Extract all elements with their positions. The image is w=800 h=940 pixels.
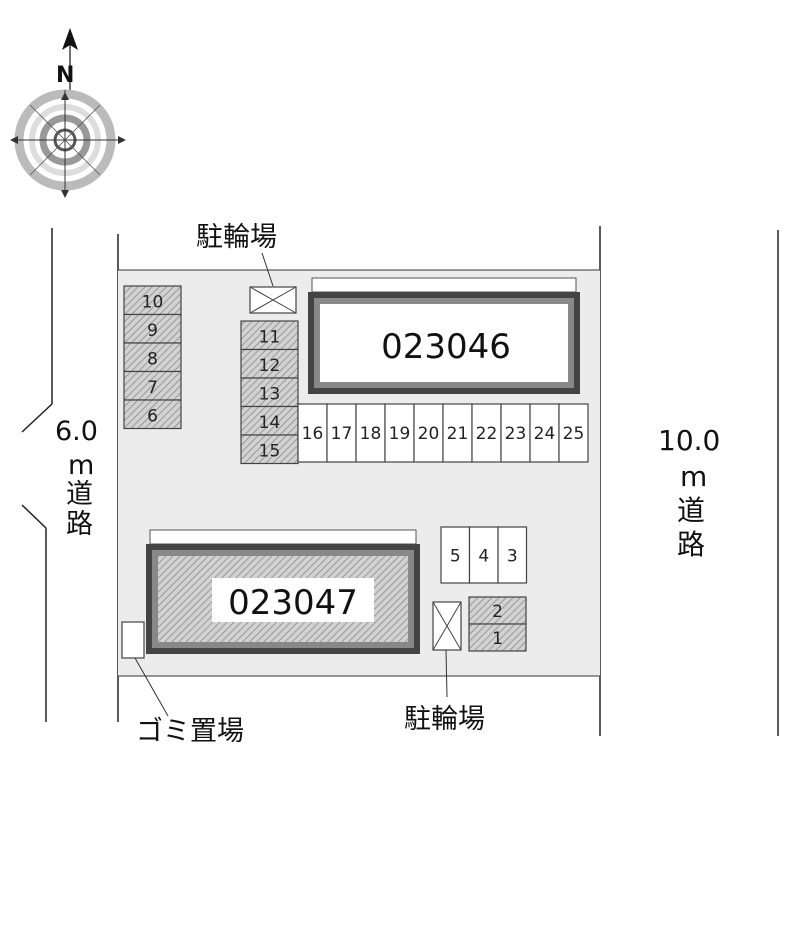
building-023046: 023046	[308, 292, 580, 394]
parking-space-number: 14	[259, 413, 281, 433]
parking-space-12: 12	[240, 348, 299, 379]
bicycle-parking-bottom	[432, 601, 462, 698]
parking-space-17: 17	[326, 403, 357, 463]
left-road-unit: m	[68, 450, 94, 481]
parking-space-number: 6	[147, 406, 158, 426]
parking-space-number: 8	[147, 349, 158, 369]
garbage-area-label: ゴミ置場	[136, 716, 244, 747]
parking-space-15: 15	[240, 434, 299, 465]
parking-space-number: 2	[492, 602, 503, 622]
bicycle-parking-top	[249, 252, 297, 314]
parking-space-16: 16	[297, 403, 328, 463]
parking-space-20: 20	[413, 403, 444, 463]
right-road-name-2: 路	[677, 528, 705, 561]
right-road-unit: m	[680, 460, 707, 493]
parking-space-number: 25	[563, 424, 585, 444]
parking-space-11: 11	[240, 320, 299, 351]
left-road-width: 6.0	[55, 416, 98, 447]
parking-space-number: 24	[534, 424, 556, 444]
parking-space-number: 21	[447, 424, 469, 444]
parking-space-number: 16	[302, 424, 324, 444]
parking-space-number: 13	[259, 384, 281, 404]
parking-space-6: 6	[123, 399, 182, 430]
parking-space-3: 3	[497, 526, 528, 584]
parking-space-10: 10	[123, 285, 182, 316]
parking-space-5: 5	[440, 526, 471, 584]
parking-space-22: 22	[471, 403, 502, 463]
parking-space-number: 18	[360, 424, 382, 444]
parking-space-2: 2	[468, 596, 527, 625]
parking-space-number: 1	[492, 629, 503, 649]
parking-space-25: 25	[558, 403, 589, 463]
parking-space-9: 9	[123, 313, 182, 344]
parking-space-number: 3	[507, 546, 518, 566]
garbage-area	[121, 621, 169, 717]
parking-space-18: 18	[355, 403, 386, 463]
parking-space-number: 23	[505, 424, 527, 444]
parking-space-number: 11	[259, 327, 281, 347]
parking-space-24: 24	[529, 403, 560, 463]
parking-space-4: 4	[468, 526, 499, 584]
parking-space-19: 19	[384, 403, 415, 463]
parking-space-number: 9	[147, 321, 158, 341]
compass-icon: N	[10, 28, 126, 198]
bicycle-parking-top-label: 駐輪場	[196, 222, 277, 253]
parking-space-number: 5	[450, 546, 461, 566]
parking-space-number: 22	[476, 424, 498, 444]
parking-space-8: 8	[123, 342, 182, 373]
parking-space-13: 13	[240, 377, 299, 408]
building-id-023046: 023046	[381, 327, 511, 367]
parking-space-21: 21	[442, 403, 473, 463]
parking-space-number: 20	[418, 424, 440, 444]
bicycle-parking-bottom-label: 駐輪場	[404, 704, 485, 735]
left-road-name-2: 路	[66, 509, 93, 540]
parking-space-number: 7	[147, 378, 158, 398]
parking-space-number: 19	[389, 424, 411, 444]
building-023047: 023047	[146, 544, 420, 654]
parking-space-number: 12	[259, 356, 281, 376]
parking-space-number: 17	[331, 424, 353, 444]
north-label: N	[56, 63, 74, 88]
parking-space-number: 10	[142, 292, 164, 312]
right-road-width: 10.0	[658, 424, 720, 457]
right-road-name-1: 道	[677, 494, 705, 527]
parking-space-number: 15	[259, 441, 281, 461]
building-id-023047: 023047	[228, 583, 358, 623]
left-road-name-1: 道	[66, 479, 93, 510]
parking-space-23: 23	[500, 403, 531, 463]
parking-space-7: 7	[123, 370, 182, 401]
parking-space-number: 4	[478, 546, 489, 566]
parking-space-14: 14	[240, 405, 299, 436]
parking-space-1: 1	[468, 623, 527, 652]
